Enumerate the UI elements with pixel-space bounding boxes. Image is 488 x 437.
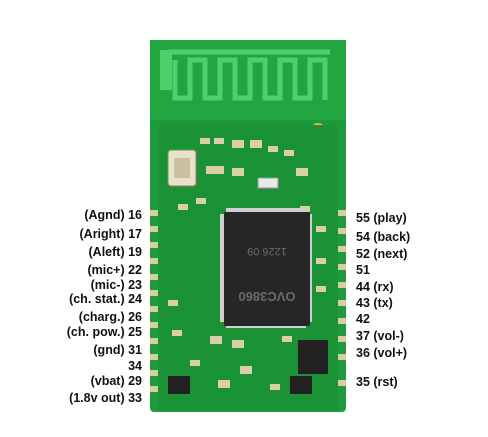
left-pin-label: (Aright) 17 (79, 227, 143, 241)
main-chip (224, 212, 310, 326)
right-pin-label: 42 (356, 312, 370, 326)
left-pin-label: (ch. pow.) 25 (66, 325, 142, 339)
right-pin-label: 35 (rst) (356, 375, 398, 389)
right-pin-label: 44 (rx) (356, 280, 394, 294)
left-pin-label: (vbat) 29 (90, 374, 142, 388)
left-pin-label: (mic-) 23 (90, 278, 142, 292)
right-pin-label: 55 (play) (356, 211, 407, 225)
left-pin-label: 34 (128, 359, 142, 373)
left-pin-labels: (Agnd) 16 (Aright) 17 (Aleft) 19 (mic+) … (20, 0, 142, 437)
left-pin-label: (1.8v out) 33 (69, 391, 142, 405)
regulator-chip (298, 340, 328, 374)
left-pin-label: (Agnd) 16 (84, 208, 142, 222)
led (257, 177, 279, 189)
left-pin-label: (gnd) 31 (93, 343, 142, 357)
left-edge-pads (150, 210, 158, 392)
transistor-left (168, 376, 190, 394)
left-pin-label: (mic+) 22 (87, 263, 142, 277)
chip-line1: 1226 09 (247, 245, 287, 257)
right-pin-label: 43 (tx) (356, 296, 393, 310)
transistor-right (290, 376, 312, 394)
left-pin-label: (ch. stat.) 24 (69, 292, 142, 306)
left-pin-label: (Aleft) 19 (88, 245, 142, 259)
right-pin-label: 52 (next) (356, 247, 408, 261)
right-edge-pads (338, 210, 346, 386)
right-pin-label: 51 (356, 263, 370, 277)
chip-line2: OVC3860 (238, 289, 295, 304)
antenna-trace (168, 49, 330, 101)
left-pin-label: (charg.) 26 (78, 310, 142, 324)
right-pin-label: 54 (back) (356, 230, 411, 244)
right-pin-label: 36 (vol+) (356, 346, 408, 360)
antenna-feed (160, 50, 172, 90)
right-pin-label: 37 (vol-) (356, 329, 404, 343)
right-pin-labels: 55 (play) 54 (back) 52 (next) 51 44 (rx)… (356, 0, 488, 437)
